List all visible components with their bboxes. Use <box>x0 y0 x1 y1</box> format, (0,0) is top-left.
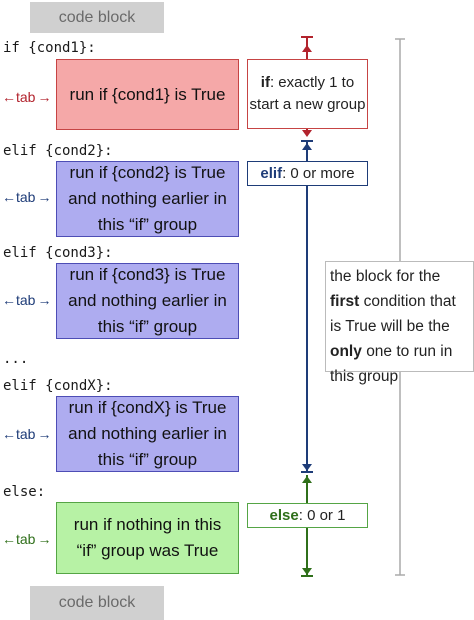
if-span-top-arrow-icon <box>302 45 312 52</box>
code-block-bottom: code block <box>30 586 164 620</box>
tab-indicator-elif3: ←tab→ <box>2 292 52 308</box>
else-span-bottom-arrow-icon <box>302 568 312 575</box>
tab-indicator-if: ←tab→ <box>2 89 52 105</box>
else-label: else: 0 or 1 <box>247 503 368 528</box>
tab-indicator-else: ←tab→ <box>2 531 52 547</box>
else-body-block: run if nothing in this “if” group was Tr… <box>56 502 239 574</box>
tab-label: tab <box>16 531 36 547</box>
else-keyword: else <box>269 506 299 524</box>
elif3-body-block: run if {cond3} is True and nothing earli… <box>56 263 239 339</box>
tab-arrow-icon: → <box>37 89 52 105</box>
tab-indicator-elifx: ←tab→ <box>2 426 52 442</box>
tab-label: tab <box>16 426 36 442</box>
else-span-top-arrow-icon <box>302 476 312 483</box>
if-span-bottom-arrow-icon <box>302 130 312 137</box>
code-block-top-label: code block <box>58 8 136 26</box>
tab-label: tab <box>16 89 36 105</box>
tab-arrow-icon: → <box>37 189 52 205</box>
elif2-code-line: elif {cond2}: <box>3 143 113 159</box>
first-keyword: first <box>330 293 360 310</box>
elif2-body-block: run if {cond2} is True and nothing earli… <box>56 161 239 237</box>
tab-arrow-icon: → <box>37 426 52 442</box>
elif-keyword: elif <box>260 164 283 182</box>
tab-arrow-icon: → <box>37 531 52 547</box>
if-body-block: run if {cond1} is True <box>56 59 239 130</box>
tab-label: tab <box>16 292 36 308</box>
code-block-top: code block <box>30 2 164 33</box>
if-keyword: if <box>260 74 270 91</box>
else-code-line: else: <box>3 484 46 500</box>
elifx-body-block: run if {condX} is True and nothing earli… <box>56 396 239 472</box>
tab-indicator-elif2: ←tab→ <box>2 189 52 205</box>
tab-arrow-icon: → <box>37 292 52 308</box>
elifx-code-line: elif {condX}: <box>3 378 113 394</box>
code-block-bottom-label: code block <box>58 594 136 611</box>
if-code-line: if {cond1}: <box>3 40 96 56</box>
tab-label: tab <box>16 189 36 205</box>
elif-label-text: : 0 or more <box>282 164 355 182</box>
if-label-text: : exactly 1 to start a new group <box>249 74 366 113</box>
ellipsis-line: ... <box>3 351 29 367</box>
elif-span-bottom-arrow-icon <box>302 464 312 471</box>
elif-label: elif: 0 or more <box>247 161 368 186</box>
only-keyword: only <box>330 343 362 360</box>
group-note: the block for the first condition that i… <box>325 261 474 385</box>
if-label: if: exactly 1 to start a new group <box>247 59 368 129</box>
elif-span-top-arrow-icon <box>302 143 312 150</box>
else-label-text: : 0 or 1 <box>298 506 346 524</box>
elif3-code-line: elif {cond3}: <box>3 245 113 261</box>
